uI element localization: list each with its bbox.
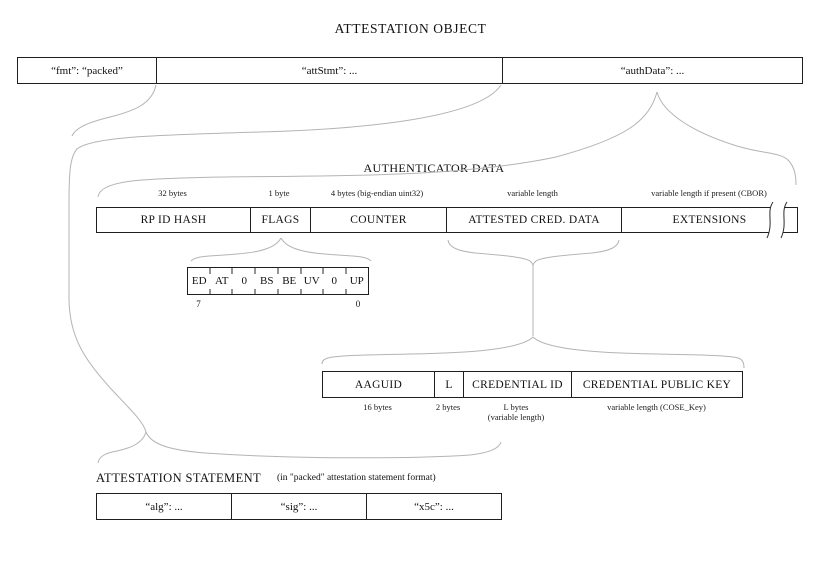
authenticator-data-row: RP ID HASH FLAGS COUNTER ATTESTED CRED. … bbox=[96, 207, 798, 233]
bit-rfu1: 0 bbox=[331, 275, 338, 287]
bit-index-msb: 7 bbox=[196, 299, 201, 309]
aaguid-row-brace-left-arm bbox=[321, 336, 534, 365]
aaguid-row-brace-right-arm bbox=[532, 336, 745, 369]
sig-cell: “sig”: ... bbox=[231, 494, 366, 519]
attested-cred-data-brace-right-arm bbox=[532, 239, 620, 267]
length-cell: L bbox=[434, 372, 463, 397]
flags-brace-left-arm bbox=[190, 237, 282, 262]
flags-brace-right-arm bbox=[280, 237, 372, 262]
attested-cred-data-cell: ATTESTED CRED. DATA bbox=[446, 208, 621, 232]
size-label-credential-public-key: variable length (COSE_Key) bbox=[607, 402, 706, 412]
attestation-statement-brace-right-arm bbox=[145, 431, 502, 459]
authdata-brace-left-arm bbox=[97, 91, 658, 198]
bit-ed: ED bbox=[191, 275, 207, 287]
bit-bs: BS bbox=[260, 275, 274, 287]
attestation-statement-subtitle: (in "packed" attestation statement forma… bbox=[277, 473, 436, 483]
attestation-object-row: “fmt”: “packed” “attStmt”: ... “authData… bbox=[17, 57, 803, 84]
bit-uv: UV bbox=[303, 275, 320, 287]
attestation-statement-brace-left-arm bbox=[97, 431, 147, 464]
flags-cell: FLAGS bbox=[250, 208, 310, 232]
bit-be: BE bbox=[282, 275, 297, 287]
alg-cell: “alg”: ... bbox=[145, 500, 183, 513]
fmt-cell: “fmt”: “packed” bbox=[51, 64, 123, 77]
extensions-cell: EXTENSIONS bbox=[621, 208, 797, 232]
attstmt-pointer-curve-left bbox=[71, 84, 157, 137]
counter-cell: COUNTER bbox=[310, 208, 446, 232]
x5c-cell: “x5c”: ... bbox=[366, 494, 501, 519]
bit-rfu2: 0 bbox=[241, 275, 248, 287]
attestation-statement-row: “alg”: ... “sig”: ... “x5c”: ... bbox=[96, 493, 502, 520]
credential-public-key-cell: CREDENTIAL PUBLIC KEY bbox=[571, 372, 742, 397]
diagram-title: ATTESTATION OBJECT bbox=[334, 21, 487, 36]
bit-up: UP bbox=[349, 275, 364, 287]
rp-id-hash-cell: RP ID HASH bbox=[140, 214, 207, 226]
bit-at: AT bbox=[215, 275, 229, 287]
authdata-brace-right-arm bbox=[656, 91, 797, 186]
attestation-statement-title: ATTESTATION STATEMENT bbox=[96, 471, 262, 485]
authenticator-data-title: AUTHENTICATOR DATA bbox=[363, 161, 505, 175]
credential-id-cell: CREDENTIAL ID bbox=[463, 372, 571, 397]
size-label-aaguid: 16 bytes bbox=[363, 402, 392, 412]
authdata-cell: “authData”: ... bbox=[502, 58, 802, 83]
attstmt-cell: “attStmt”: ... bbox=[156, 58, 502, 83]
size-label-extensions: variable length if present (CBOR) bbox=[651, 188, 767, 198]
attested-cred-data-row: AAGUID L CREDENTIAL ID CREDENTIAL PUBLIC… bbox=[322, 371, 743, 398]
aaguid-cell: AAGUID bbox=[354, 378, 403, 391]
size-label-rpidhash: 32 bytes bbox=[158, 188, 187, 198]
size-label-credential-id-2: (variable length) bbox=[487, 412, 545, 422]
size-label-counter: 4 bytes (big-endian uint32) bbox=[330, 188, 424, 198]
bit-index-lsb: 0 bbox=[355, 299, 361, 309]
size-label-attcreddata: variable length bbox=[507, 188, 558, 198]
flags-bit-field: ED AT 0 BS BE UV 0 UP bbox=[187, 267, 369, 295]
attested-cred-data-brace-left-arm bbox=[447, 239, 534, 267]
size-label-credential-id: L bytes bbox=[503, 402, 529, 412]
size-label-flags: 1 byte bbox=[268, 188, 290, 198]
